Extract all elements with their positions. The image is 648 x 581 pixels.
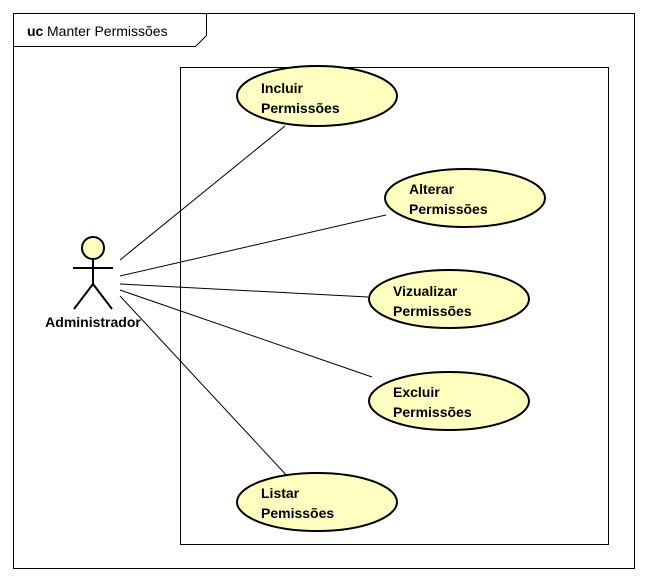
actor-head	[81, 236, 105, 260]
use-case-ellipse	[368, 269, 530, 329]
use-case-label-line1: Incluir	[261, 80, 304, 96]
use-case-vizualizar-permissoes[interactable]: Vizualizar Permissões	[368, 269, 530, 329]
association-alterar	[119, 214, 387, 277]
use-case-label-line2: Permissões	[261, 100, 340, 116]
use-case-label-line1: Vizualizar	[393, 283, 458, 299]
association-listar	[119, 295, 290, 479]
actor-administrador[interactable]: Administrador	[45, 236, 141, 330]
frame-tab	[13, 13, 207, 47]
frame-title: Manter Permissões	[47, 23, 168, 39]
use-case-label-line2: Permissões	[393, 303, 472, 319]
use-case-ellipse	[368, 371, 530, 431]
use-case-excluir-permissoes[interactable]: Excluir Permissões	[368, 371, 530, 431]
use-case-ellipse	[236, 65, 398, 127]
use-case-listar-pemissoes[interactable]: Listar Pemissões	[236, 472, 398, 532]
use-case-label-line2: Permissões	[409, 201, 488, 217]
use-case-incluir-permissoes[interactable]: Incluir Permissões	[236, 65, 398, 127]
use-case-alterar-permissoes[interactable]: Alterar Permissões	[384, 168, 546, 228]
use-case-ellipse	[236, 472, 398, 532]
association-excluir	[119, 289, 373, 378]
actor-label: Administrador	[45, 314, 141, 330]
use-case-ellipse	[384, 168, 546, 228]
diagram-frame	[13, 13, 635, 569]
actor-left-leg	[73, 283, 94, 310]
system-boundary	[180, 67, 609, 545]
association-vizualizar	[119, 283, 369, 298]
use-case-label-line2: Pemissões	[261, 505, 334, 521]
use-case-label-line1: Excluir	[393, 384, 440, 400]
frame-keyword: uc	[27, 23, 44, 39]
use-case-label-line1: Listar	[261, 485, 300, 501]
association-incluir	[119, 125, 286, 261]
use-case-label-line1: Alterar	[409, 181, 455, 197]
actor-right-leg	[92, 283, 113, 310]
use-case-label-line2: Permissões	[393, 404, 472, 420]
